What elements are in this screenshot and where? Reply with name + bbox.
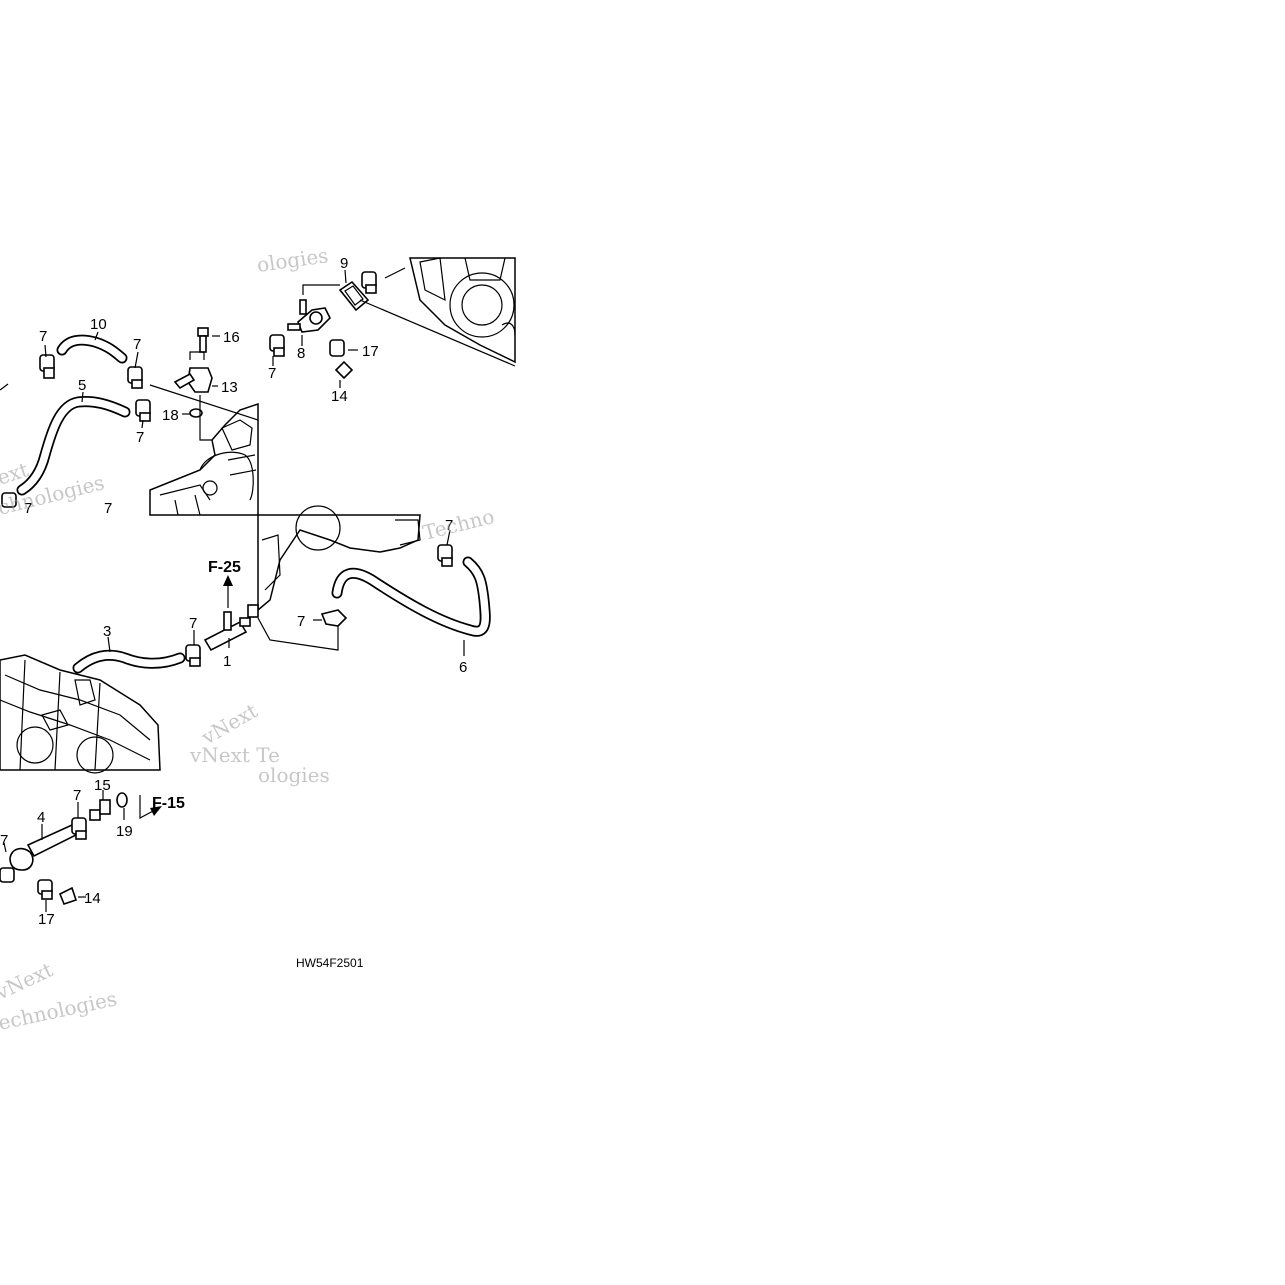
callout-5: 5 xyxy=(78,377,86,394)
fitting-15 xyxy=(89,799,111,821)
clamp-icon xyxy=(269,271,377,357)
leader-lines-middle-right xyxy=(257,529,465,656)
fitting-8 xyxy=(287,299,331,333)
watermark-text: ologies xyxy=(255,243,329,277)
watermark-text: ologies xyxy=(258,763,330,787)
callout-8: 8 xyxy=(297,345,305,362)
clip-14 xyxy=(58,886,78,905)
callout-9: 9 xyxy=(340,255,348,272)
callout-6: 6 xyxy=(459,659,467,676)
t-joint-1 xyxy=(203,611,251,652)
reference-arrow-f15 xyxy=(139,795,162,819)
clamp-icon xyxy=(0,817,87,900)
callout-10: 10 xyxy=(90,316,107,333)
leader-lines-top-right xyxy=(272,267,516,388)
callout-7: 7 xyxy=(0,832,8,849)
callout-15: 15 xyxy=(94,777,111,794)
clip-14 xyxy=(334,360,354,380)
panel-bottom-left: F-15 4 7 15 19 7 14 17 vNext echnologies xyxy=(0,777,185,1035)
reference-arrow-f25 xyxy=(223,575,233,608)
intake-manifold xyxy=(0,654,161,774)
panel-top-right: 9 8 7 17 14 ologies xyxy=(255,243,516,405)
washer-18 xyxy=(189,408,203,418)
engine-top-right xyxy=(409,257,516,364)
reference-f15: F-15 xyxy=(152,795,185,812)
bolt-16 xyxy=(197,327,209,353)
bracket-13 xyxy=(173,367,213,393)
callout-14: 14 xyxy=(331,388,348,405)
watermark-text: vNext Te xyxy=(189,743,280,767)
callout-7: 7 xyxy=(24,500,32,517)
callout-14: 14 xyxy=(84,890,101,907)
callout-7: 7 xyxy=(268,365,276,382)
callout-4: 4 xyxy=(37,809,45,826)
watermark-text: Techno xyxy=(420,504,496,545)
callout-17: 17 xyxy=(362,343,379,360)
panel-middle-left: F-25 3 7 1 vNext Te xyxy=(0,559,280,774)
leader-lines-middle-left xyxy=(107,630,230,653)
panel-top-left: 7 10 7 16 13 5 18 7 7 7 ext chnologies xyxy=(0,316,259,520)
watermark-text: vNext xyxy=(0,957,56,1005)
engine-block-top-left xyxy=(149,402,259,516)
callout-19: 19 xyxy=(116,823,133,840)
callout-17: 17 xyxy=(38,911,55,928)
leader-lines-bottom-left xyxy=(3,790,125,912)
callout-3: 3 xyxy=(103,623,111,640)
engine-middle-right xyxy=(247,505,421,618)
callout-7: 7 xyxy=(297,613,305,630)
callout-7: 7 xyxy=(445,517,453,534)
callout-16: 16 xyxy=(223,329,240,346)
clamp-icon xyxy=(185,644,201,667)
gasket-9 xyxy=(338,280,370,312)
pipe-4 xyxy=(26,823,80,858)
callout-18: 18 xyxy=(162,407,179,424)
washer-19 xyxy=(116,792,128,808)
leader-lines-top-left xyxy=(0,331,259,441)
callout-7: 7 xyxy=(39,328,47,345)
callout-7: 7 xyxy=(136,429,144,446)
clamp-icon xyxy=(1,354,151,508)
callout-13: 13 xyxy=(221,379,238,396)
diagram-code: HW54F2501 xyxy=(296,956,364,970)
callout-7: 7 xyxy=(133,336,141,353)
reference-f25: F-25 xyxy=(208,559,241,576)
pipe-flange xyxy=(9,847,34,871)
callout-7: 7 xyxy=(189,615,197,632)
clamp-icon xyxy=(320,544,453,627)
callout-1: 1 xyxy=(223,653,231,670)
callout-7: 7 xyxy=(104,500,112,517)
callout-7: 7 xyxy=(73,787,81,804)
